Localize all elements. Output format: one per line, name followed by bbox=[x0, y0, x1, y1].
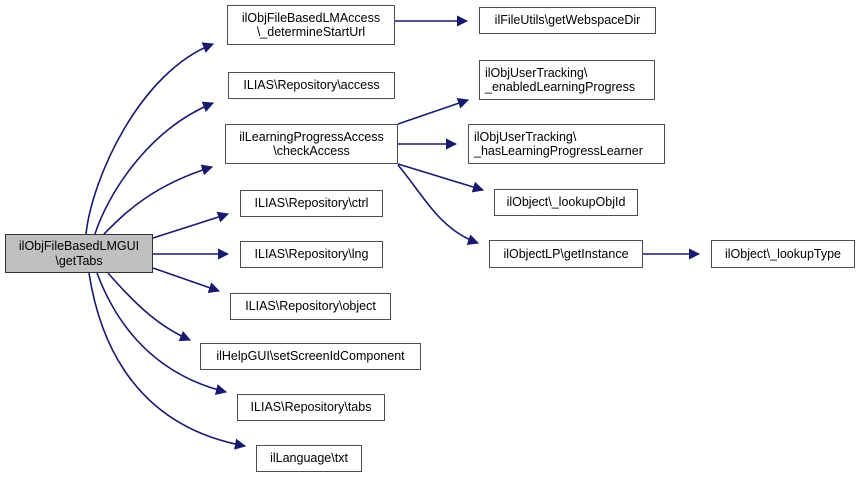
node-label: ILIAS\Repository\access bbox=[243, 78, 380, 93]
edge-checkAccess-to-enabledLearningProgress bbox=[397, 97, 470, 125]
edge-root-to-repo-access bbox=[94, 101, 215, 235]
node-ilObjFileBasedLMAccess-determineStartUrl[interactable]: ilObjFileBasedLMAccess \_determineStartU… bbox=[227, 5, 395, 45]
node-label: ilObjUserTracking\ _hasLearningProgressL… bbox=[474, 129, 643, 159]
node-ILIAS-Repository-object[interactable]: ILIAS\Repository\object bbox=[230, 293, 391, 320]
node-ilLanguage-txt[interactable]: ilLanguage\txt bbox=[256, 445, 362, 472]
edge-root-to-checkAccess bbox=[103, 164, 214, 235]
node-label: ilObjectLP\getInstance bbox=[503, 246, 629, 261]
edge-checkAccess-to-lookupObjId bbox=[397, 163, 485, 193]
edge-root-to-language-txt bbox=[88, 272, 247, 450]
node-label: ilObjFileBasedLMAccess \_determineStartU… bbox=[241, 10, 381, 40]
node-label: ilLearningProgressAccess \checkAccess bbox=[239, 129, 384, 159]
node-ilFileUtils-getWebspaceDir[interactable]: ilFileUtils\getWebspaceDir bbox=[479, 7, 656, 34]
node-ilObject-lookupType[interactable]: ilObject\_lookupType bbox=[711, 240, 855, 268]
node-ilHelpGUI-setScreenIdComponent[interactable]: ilHelpGUI\setScreenIdComponent bbox=[200, 343, 421, 370]
node-ILIAS-Repository-tabs[interactable]: ILIAS\Repository\tabs bbox=[237, 394, 385, 421]
node-ILIAS-Repository-lng[interactable]: ILIAS\Repository\lng bbox=[240, 241, 383, 268]
node-label: ilObjUserTracking\ _enabledLearningProgr… bbox=[485, 65, 636, 95]
node-label: ilObject\_lookupObjId bbox=[506, 195, 626, 210]
edge-checkAccess-to-getInstance bbox=[397, 164, 480, 246]
node-label: ilFileUtils\getWebspaceDir bbox=[494, 13, 641, 28]
node-label: ilLanguage\txt bbox=[270, 451, 348, 466]
edge-root-to-repo-ctrl bbox=[152, 211, 230, 239]
node-ilLearningProgressAccess-checkAccess[interactable]: ilLearningProgressAccess \checkAccess bbox=[225, 124, 398, 164]
edge-root-to-repo-tabs bbox=[96, 272, 228, 396]
edge-root-to-determineStartUrl bbox=[85, 42, 215, 235]
node-ilObject-lookupObjId[interactable]: ilObject\_lookupObjId bbox=[494, 189, 638, 216]
node-label: ilObject\_lookupType bbox=[724, 246, 842, 261]
edge-root-to-setScreenIdComponent bbox=[107, 272, 192, 342]
node-ilObjUserTracking-hasLearningProgressLearner[interactable]: ilObjUserTracking\ _hasLearningProgressL… bbox=[468, 124, 665, 164]
node-ILIAS-Repository-ctrl[interactable]: ILIAS\Repository\ctrl bbox=[240, 190, 383, 217]
edge-root-to-repo-object bbox=[152, 267, 221, 293]
node-label: ilObjFileBasedLMGUI \getTabs bbox=[18, 239, 140, 268]
node-label: ILIAS\Repository\ctrl bbox=[254, 196, 369, 211]
node-ILIAS-Repository-access[interactable]: ILIAS\Repository\access bbox=[228, 72, 395, 99]
node-label: ILIAS\Repository\lng bbox=[254, 247, 369, 262]
node-label: ILIAS\Repository\object bbox=[245, 299, 376, 314]
node-ilObjectLP-getInstance[interactable]: ilObjectLP\getInstance bbox=[489, 240, 643, 268]
node-label: ILIAS\Repository\tabs bbox=[250, 400, 372, 415]
node-label: ilHelpGUI\setScreenIdComponent bbox=[216, 349, 405, 364]
node-root-ilObjFileBasedLMGUI-getTabs[interactable]: ilObjFileBasedLMGUI \getTabs bbox=[5, 234, 153, 273]
node-ilObjUserTracking-enabledLearningProgress[interactable]: ilObjUserTracking\ _enabledLearningProgr… bbox=[479, 60, 655, 100]
